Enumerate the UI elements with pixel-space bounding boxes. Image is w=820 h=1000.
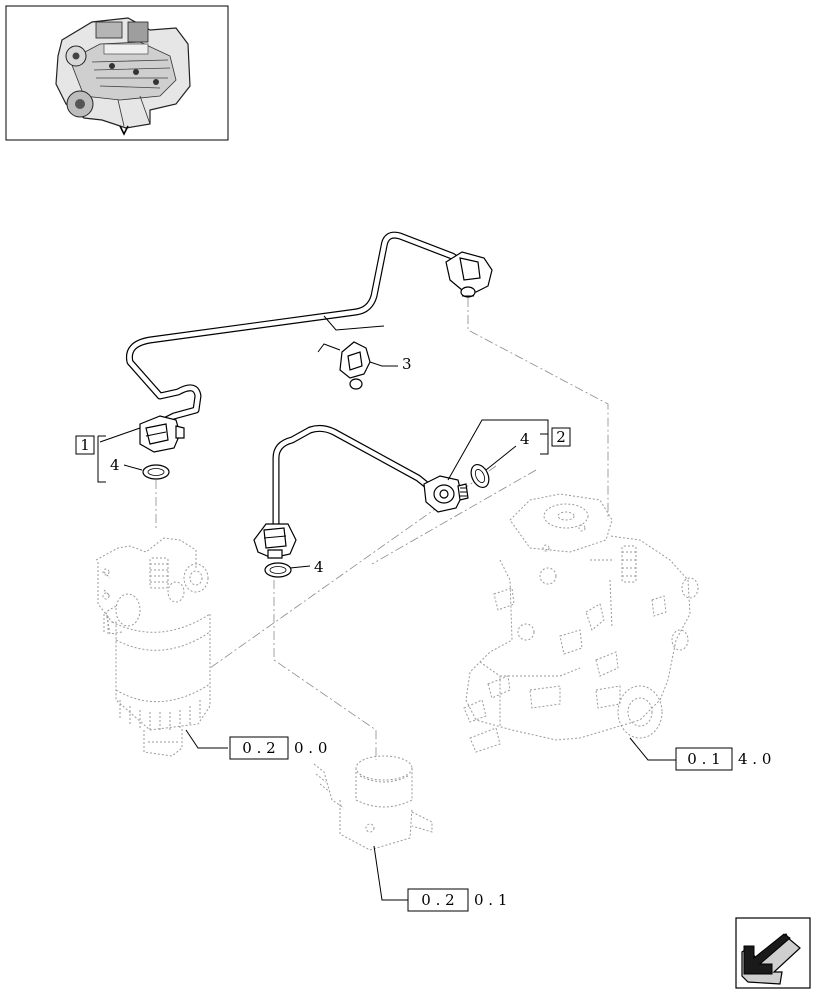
callout-item-4-mid[interactable]: 4 bbox=[314, 558, 324, 576]
sealing-washer-left[interactable] bbox=[142, 464, 170, 480]
reference-020-1-rest: 0 . 1 bbox=[474, 891, 507, 909]
fuel-pipe-1[interactable] bbox=[125, 231, 472, 426]
leader-lines bbox=[97, 361, 676, 901]
fuel-lift-pump bbox=[313, 755, 433, 851]
fuel-filter-assembly bbox=[95, 537, 211, 757]
reference-link-014-0[interactable]: 0 . 1 4 . 0 bbox=[675, 747, 771, 771]
reference-020-0-boxed: 0 . 2 bbox=[242, 739, 275, 757]
banjo-fitting-left bbox=[139, 415, 185, 453]
sealing-washer-mid[interactable] bbox=[264, 562, 292, 578]
reference-020-1-boxed: 0 . 2 bbox=[421, 891, 454, 909]
callout-group-2-label: 2 bbox=[556, 428, 566, 446]
banjo-fitting-upper bbox=[445, 251, 493, 298]
callout-item-4-right[interactable]: 4 bbox=[520, 430, 530, 448]
sealing-washer-right[interactable] bbox=[468, 462, 493, 491]
reference-link-020-1[interactable]: 0 . 2 0 . 1 bbox=[407, 888, 507, 912]
alignment-lines bbox=[155, 298, 609, 760]
injection-pump bbox=[463, 493, 699, 753]
reference-014-0-boxed: 0 . 1 bbox=[687, 750, 720, 768]
reference-020-0-rest: 0 . 0 bbox=[294, 739, 327, 757]
back-arrow-button[interactable] bbox=[735, 917, 811, 989]
callout-group-2[interactable]: 2 bbox=[551, 427, 571, 447]
callout-group-1[interactable]: 1 bbox=[75, 435, 95, 455]
callout-item-3[interactable]: 3 bbox=[402, 355, 412, 373]
engine-thumbnail-image bbox=[55, 17, 191, 136]
engine-thumbnail[interactable] bbox=[5, 5, 229, 141]
callout-group-1-label: 1 bbox=[80, 436, 90, 454]
reference-014-0-rest: 4 . 0 bbox=[738, 750, 771, 768]
reference-link-020-0[interactable]: 0 . 2 0 . 0 bbox=[229, 736, 327, 760]
banjo-fitting-lower-left bbox=[253, 523, 297, 559]
banjo-fitting-right bbox=[423, 475, 469, 513]
arrow-back-icon bbox=[741, 933, 801, 985]
pipe-clip bbox=[317, 315, 385, 390]
callout-item-4-left[interactable]: 4 bbox=[110, 456, 120, 474]
fuel-pipe-2[interactable] bbox=[272, 424, 442, 530]
